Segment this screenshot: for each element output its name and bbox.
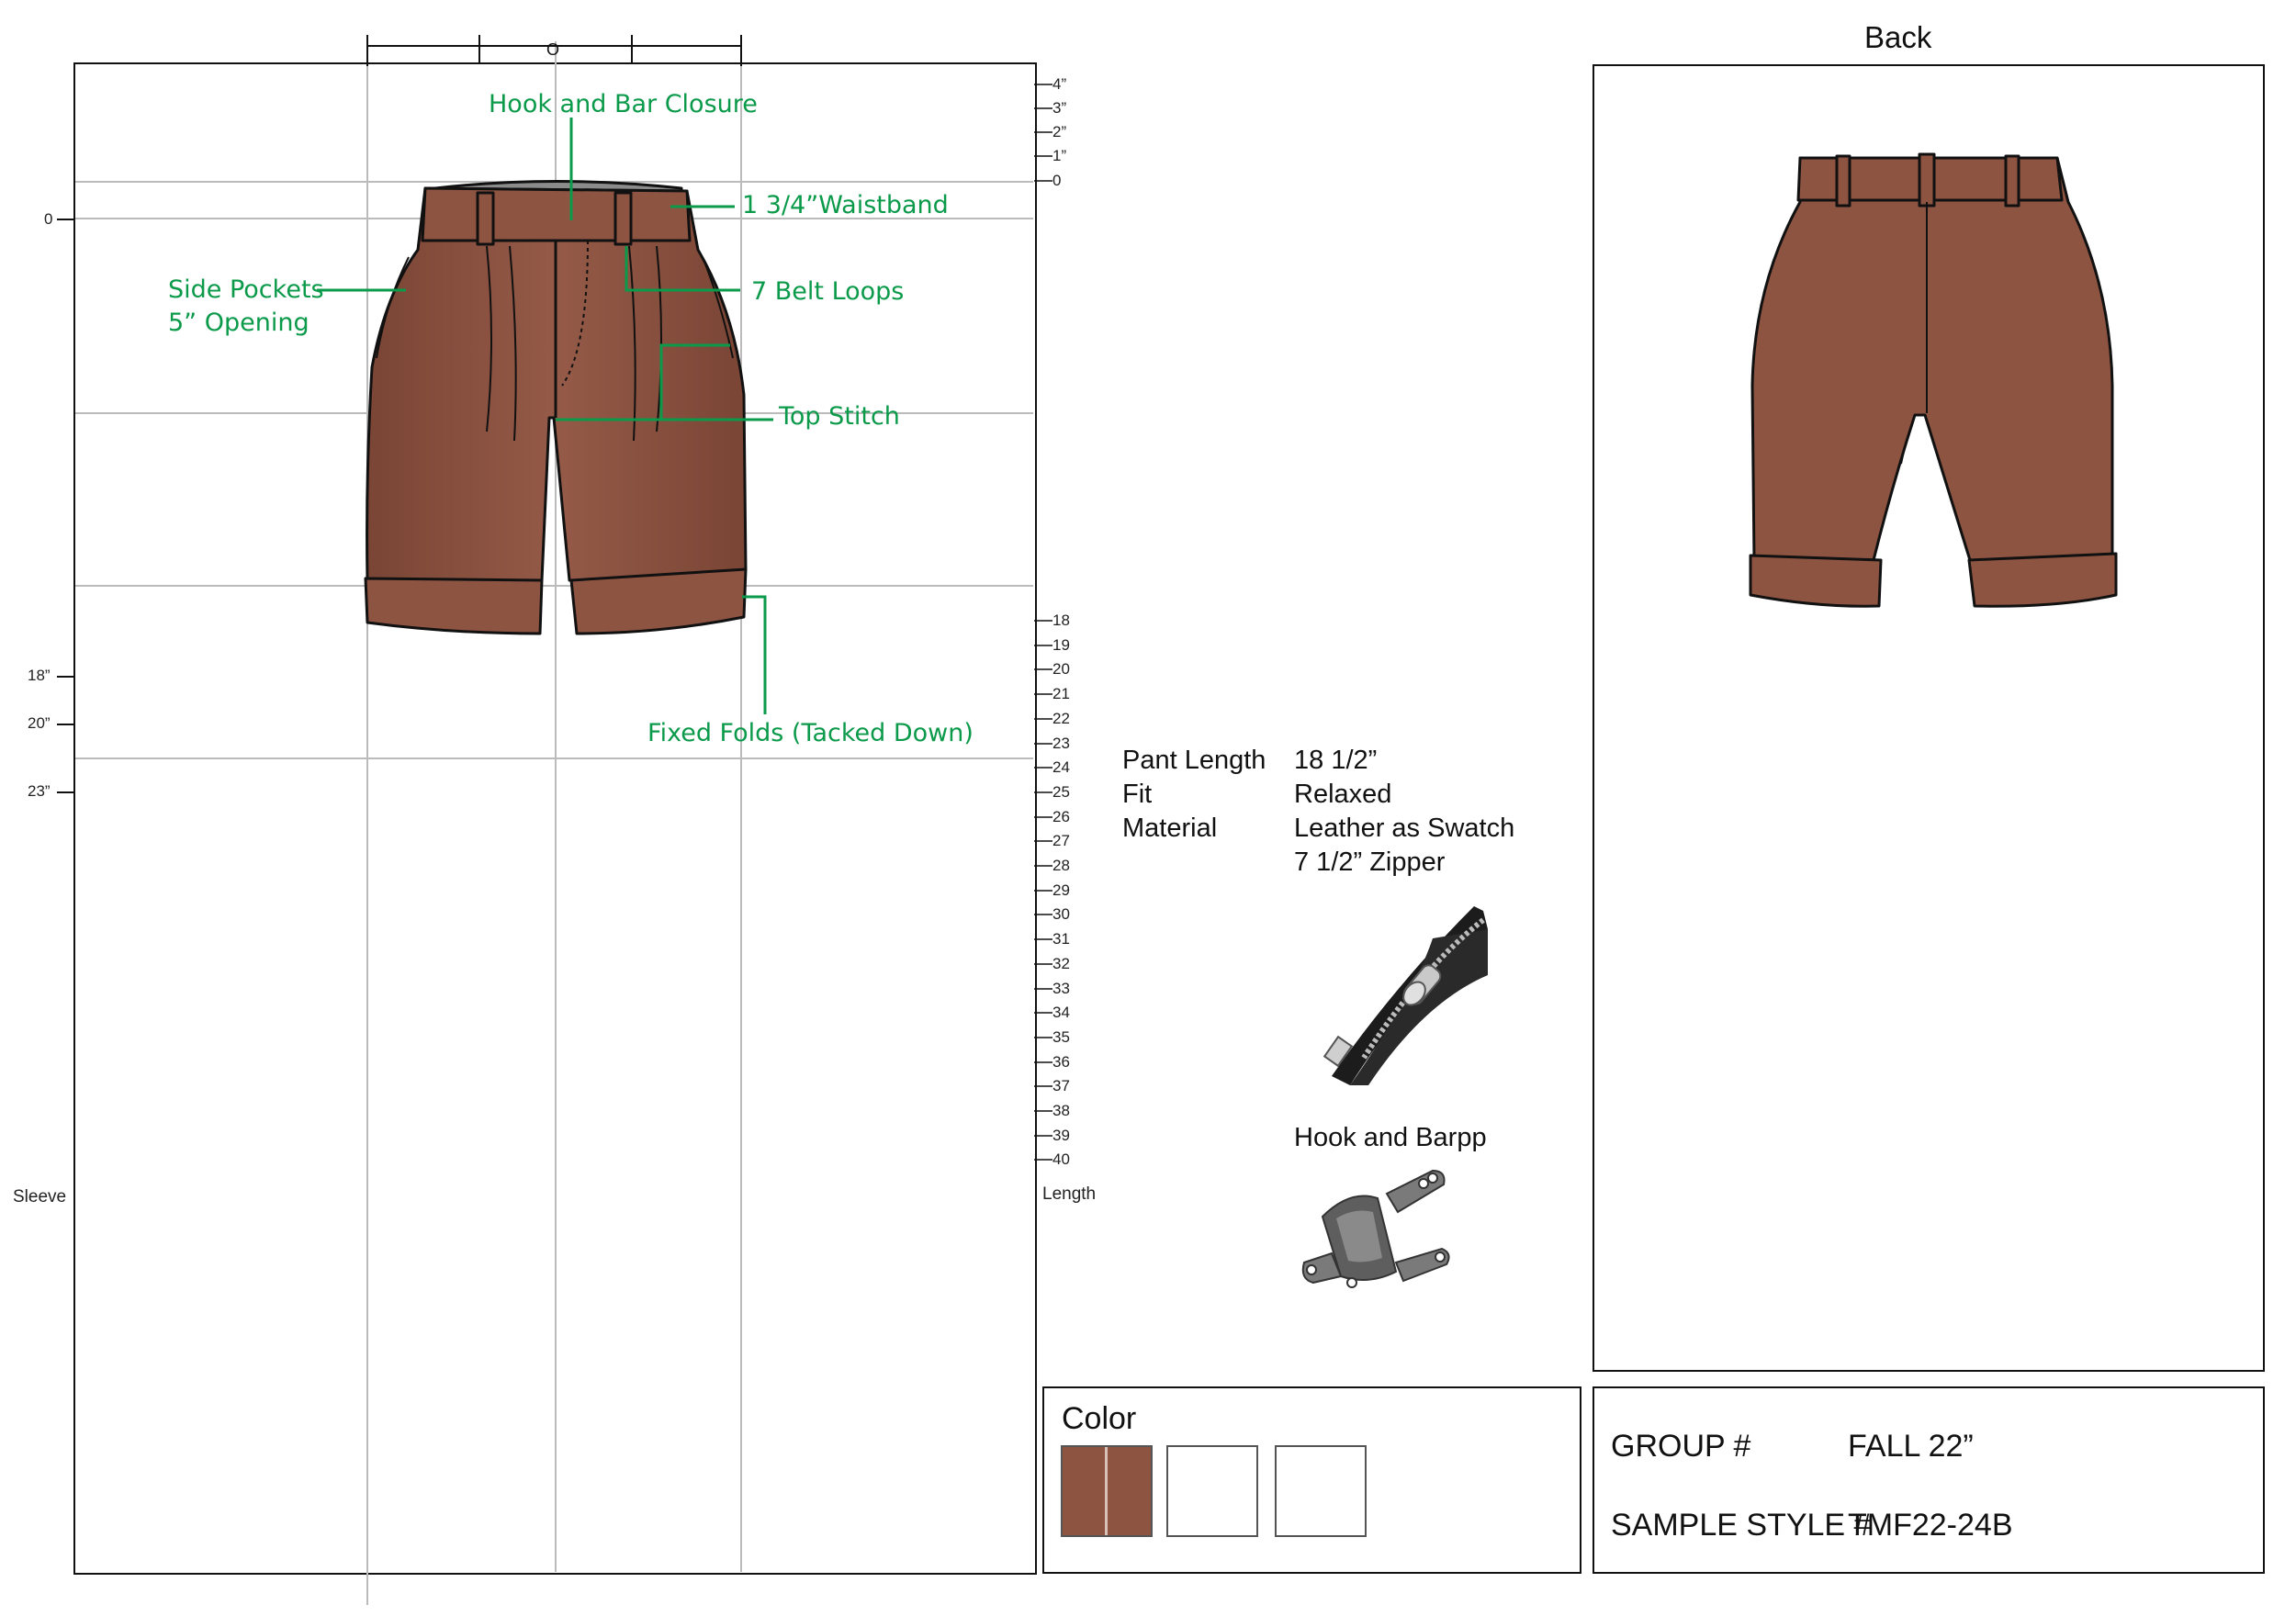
color-swatch-leather[interactable] [1061, 1445, 1153, 1537]
right-ruler-label-35: 35 [1052, 1028, 1070, 1046]
front-shorts [364, 180, 748, 635]
spec-label-fit: Fit [1122, 780, 1153, 809]
right-ruler-1: 1” [1052, 147, 1067, 164]
left-ruler-23: 23” [28, 782, 51, 800]
right-ruler-3: 3” [1052, 99, 1067, 117]
right-ruler-label-31: 31 [1052, 930, 1070, 948]
right-ruler-label-20: 20 [1052, 660, 1070, 678]
right-ruler-label-18: 18 [1052, 612, 1070, 629]
zipper-icon [1322, 906, 1488, 1085]
right-ruler-label-21: 21 [1052, 685, 1070, 702]
spec-value-pant-length: 18 1/2” [1294, 746, 1378, 775]
callout-top-stitch: Top Stitch [779, 402, 900, 431]
right-ruler-label-33: 33 [1052, 980, 1070, 997]
callout-waistband: 1 3/4”Waistband [742, 191, 949, 219]
group-label: GROUP # [1611, 1429, 1751, 1464]
right-ruler-2: 2” [1052, 123, 1067, 140]
color-swatch-empty-1[interactable] [1166, 1445, 1258, 1537]
hook-and-bar-icon [1301, 1169, 1450, 1288]
back-shorts [1749, 152, 2118, 608]
color-label: Color [1062, 1401, 1137, 1436]
spec-value-fit: Relaxed [1294, 780, 1392, 809]
right-ruler-label-24: 24 [1052, 758, 1070, 776]
right-ruler-label-38: 38 [1052, 1102, 1070, 1119]
top-ruler-label: O [546, 40, 560, 59]
right-ruler-label-39: 39 [1052, 1127, 1070, 1144]
right-ruler-label-36: 36 [1052, 1053, 1070, 1071]
left-ruler-0: 0 [44, 210, 53, 228]
callout-fixed-folds: Fixed Folds (Tacked Down) [647, 719, 974, 747]
right-ruler-label-34: 34 [1052, 1004, 1070, 1021]
right-ruler-label-22: 22 [1052, 710, 1070, 727]
right-ruler-label-23: 23 [1052, 735, 1070, 752]
left-ruler-20: 20” [28, 714, 51, 732]
style-info-box [1593, 1386, 2265, 1574]
spec-value-material: Leather as Swatch [1294, 814, 1515, 843]
hardware-label: Hook and Barpp [1294, 1123, 1487, 1152]
right-ruler-label-27: 27 [1052, 832, 1070, 849]
group-value: FALL 22” [1848, 1429, 1974, 1464]
back-title: Back [1864, 20, 1932, 54]
right-ruler-label-26: 26 [1052, 808, 1070, 825]
left-ruler-18: 18” [28, 667, 51, 684]
right-ruler-label-28: 28 [1052, 857, 1070, 874]
right-ruler-label-32: 32 [1052, 955, 1070, 972]
right-ruler-label-19: 19 [1052, 636, 1070, 654]
right-ruler-label-37: 37 [1052, 1077, 1070, 1094]
right-ruler-label-29: 29 [1052, 881, 1070, 899]
spec-label-material: Material [1122, 814, 1218, 843]
spec-label-pant-length: Pant Length [1122, 746, 1266, 775]
right-axis-label: Length [1042, 1184, 1097, 1204]
callout-belt-loops: 7 Belt Loops [751, 277, 905, 306]
right-ruler-label-25: 25 [1052, 783, 1070, 801]
right-ruler-label-30: 30 [1052, 905, 1070, 923]
callout-side-pockets-opening: 5” Opening [168, 309, 310, 337]
sample-style-label: SAMPLE STYLE # [1611, 1508, 1872, 1543]
left-axis-label: Sleeve [13, 1187, 67, 1206]
callout-hook-and-bar: Hook and Bar Closure [489, 90, 758, 118]
right-ruler-0: 0 [1052, 172, 1062, 189]
sample-style-value: TMF22-24B [1848, 1508, 2013, 1543]
right-ruler-label-40: 40 [1052, 1150, 1070, 1168]
right-ruler-4: 4” [1052, 75, 1067, 93]
color-swatch-empty-2[interactable] [1275, 1445, 1367, 1537]
callout-side-pockets: Side Pockets [168, 275, 324, 304]
spec-value-zipper: 7 1/2” Zipper [1294, 847, 1446, 877]
